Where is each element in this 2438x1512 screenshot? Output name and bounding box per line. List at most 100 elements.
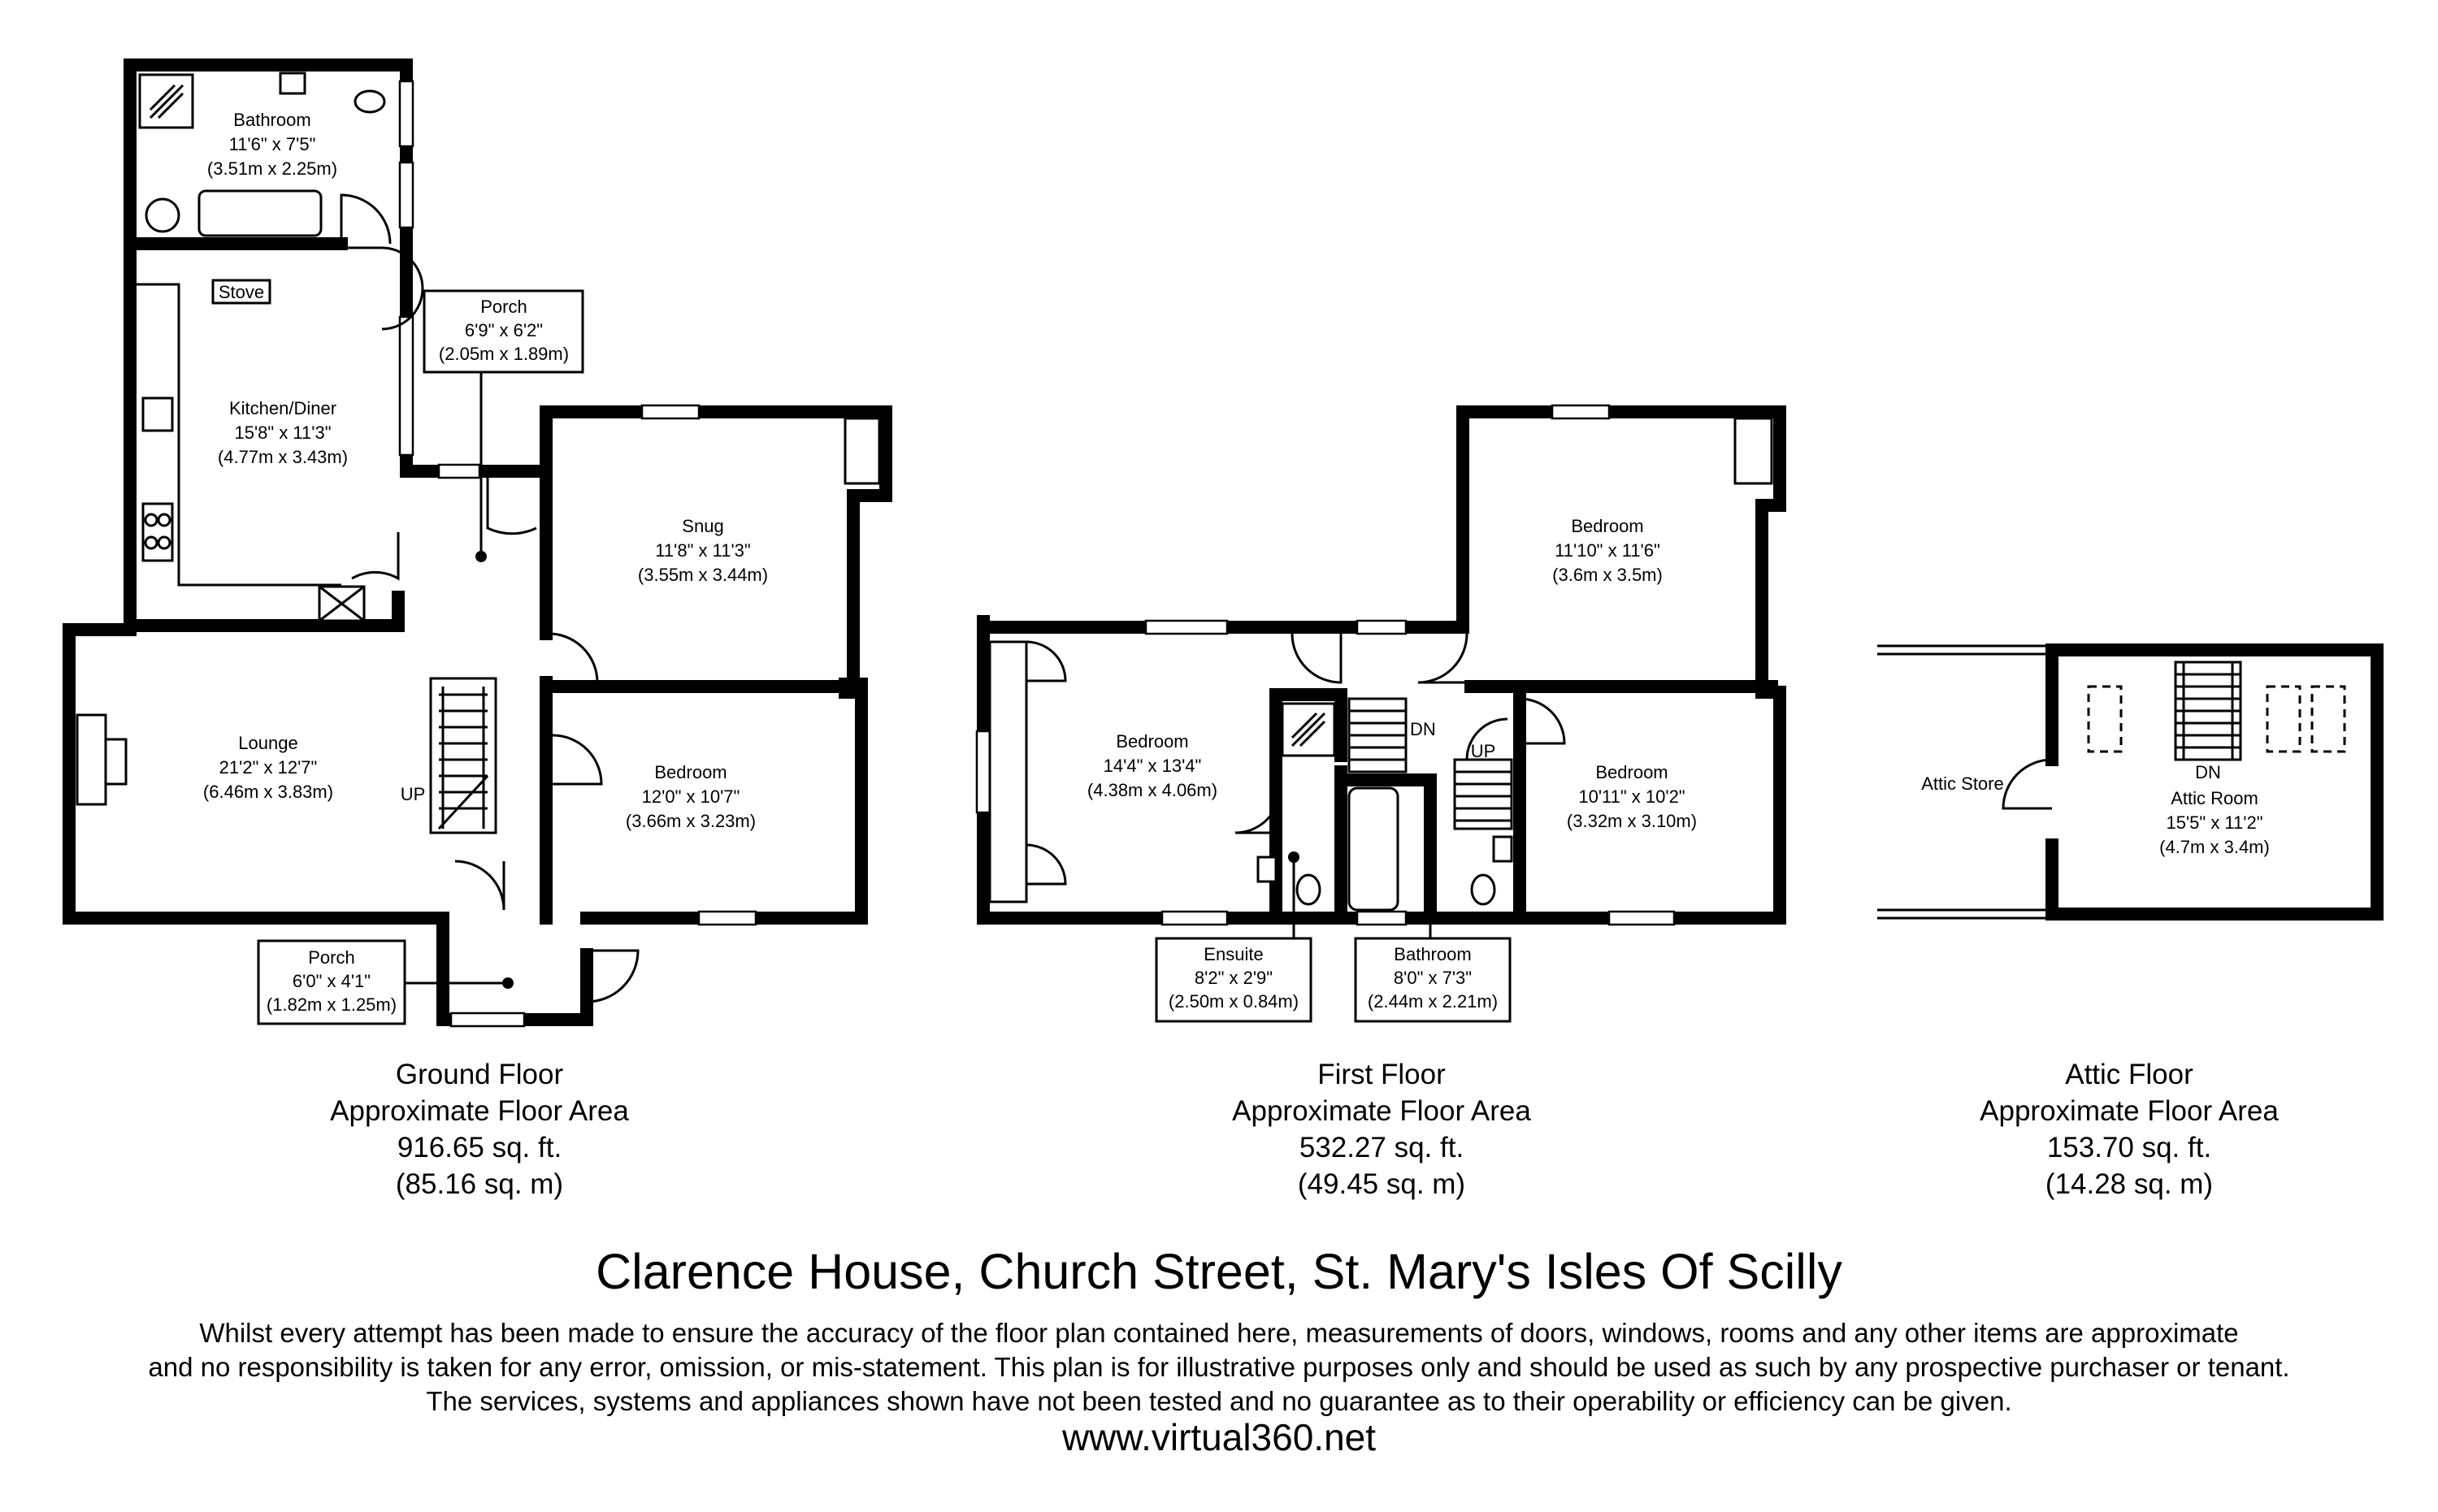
- bedroom-door-swing: [1026, 843, 1067, 886]
- kitchen-door-swing: [341, 246, 424, 331]
- skylight: [2266, 685, 2301, 753]
- svg-text:Ensuite: Ensuite: [1204, 944, 1263, 964]
- ground-outer-wall: [63, 58, 892, 1026]
- window: [398, 80, 414, 148]
- attic-floor-plan: DN Attic Store Attic Room 15'5" x 11'2" …: [1877, 643, 2384, 921]
- window: [437, 463, 481, 479]
- ground-floor-summary: Ground Floor Approximate Floor Area 916.…: [236, 1056, 723, 1202]
- room-label-bedroom-3: Bedroom 10'11" x 10'2" (3.32m x 3.10m): [1567, 762, 1697, 831]
- floor-area-sqft: 153.70 sq. ft.: [2046, 1132, 2212, 1163]
- window: [1356, 910, 1408, 926]
- dn-label: DN: [2195, 762, 2221, 782]
- stove-label: Stove: [219, 282, 264, 302]
- shower-spray: [1291, 712, 1326, 747]
- svg-text:Kitchen/Diner: Kitchen/Diner: [229, 398, 336, 418]
- floor-area-sqm: (85.16 sq. m): [395, 1168, 564, 1200]
- svg-text:Bathroom: Bathroom: [1394, 944, 1471, 964]
- svg-text:(3.6m x 3.5m): (3.6m x 3.5m): [1552, 565, 1663, 585]
- svg-text:(2.05m x 1.89m): (2.05m x 1.89m): [439, 344, 569, 364]
- hall-door-swing: [351, 532, 400, 581]
- floor-name: First Floor: [1317, 1059, 1446, 1090]
- window: [398, 161, 414, 229]
- landing-door-swing: [1291, 633, 1343, 684]
- skylight: [2087, 685, 2123, 753]
- bedroom-flue: [1733, 417, 1773, 485]
- svg-text:10'11" x 10'2": 10'11" x 10'2": [1578, 786, 1685, 807]
- svg-text:Bathroom: Bathroom: [233, 110, 310, 130]
- chimney-breast: [76, 713, 107, 806]
- svg-text:Attic Store: Attic Store: [1921, 773, 2003, 794]
- snug-door-swing: [545, 632, 599, 683]
- window: [697, 910, 757, 926]
- room-label-bathroom: Bathroom 8'0" x 7'3" (2.44m x 2.21m): [1354, 847, 1512, 1023]
- attic-floor-summary: Attic Floor Approximate Floor Area 153.7…: [1885, 1056, 2373, 1202]
- stair-treads: [1455, 770, 1512, 822]
- room-label-lounge: Lounge 21'2" x 12'7" (6.46m x 3.83m): [203, 733, 333, 802]
- bathroom-door-swing: [1465, 717, 1508, 761]
- svg-text:Bedroom: Bedroom: [1571, 516, 1643, 536]
- hob-ring: [157, 513, 171, 527]
- room-label-bedroom: Bedroom 12'0" x 10'7" (3.66m x 3.23m): [626, 762, 756, 831]
- svg-text:11'6" x 7'5": 11'6" x 7'5": [229, 134, 316, 154]
- window: [1607, 910, 1676, 926]
- staircase-up: [1453, 758, 1513, 830]
- first-floor-summary: First Floor Approximate Floor Area 532.2…: [1138, 1056, 1625, 1202]
- svg-text:(3.66m x 3.23m): (3.66m x 3.23m): [626, 811, 756, 831]
- room-label-porch-front: Porch 6'0" x 4'1" (1.82m x 1.25m): [257, 939, 514, 1025]
- window: [1551, 404, 1611, 420]
- svg-text:8'2" x 2'9": 8'2" x 2'9": [1195, 968, 1273, 988]
- skylight: [2310, 685, 2346, 753]
- stair-treads: [2176, 662, 2241, 760]
- toilet: [354, 89, 386, 114]
- shower-tray: [1281, 702, 1336, 757]
- chimney-breast: [988, 640, 1028, 903]
- floor-area-sqft: 916.65 sq. ft.: [397, 1132, 562, 1163]
- ground-floor-plan: Stove UP Bathroom 11'6" x 7'5" (3.51m x …: [63, 58, 892, 1028]
- toilet: [1295, 873, 1321, 906]
- up-label: UP: [401, 784, 426, 804]
- stove-box: [211, 279, 271, 305]
- fireplace: [104, 738, 128, 786]
- website-link[interactable]: www.virtual360.net: [1061, 1416, 1377, 1458]
- loft-hatch-cross: [319, 585, 365, 622]
- hob-ring: [144, 513, 158, 527]
- svg-text:Attic Room: Attic Room: [2171, 788, 2258, 808]
- bedroom-door-swing: [1026, 640, 1067, 682]
- svg-text:11'10" x 11'6": 11'10" x 11'6": [1555, 540, 1660, 561]
- svg-text:Porch: Porch: [480, 297, 527, 317]
- floor-area-sqm: (49.45 sq. m): [1297, 1168, 1466, 1200]
- svg-text:15'8" x 11'3": 15'8" x 11'3": [234, 422, 331, 443]
- svg-text:Snug: Snug: [682, 516, 723, 536]
- bedroom2-door-swing: [1417, 633, 1468, 684]
- floor-area-label: Approximate Floor Area: [330, 1095, 629, 1127]
- svg-text:(1.82m x 1.25m): (1.82m x 1.25m): [267, 994, 397, 1015]
- room-label-porch-rear: Porch 6'9" x 6'2" (2.05m x 1.89m): [423, 289, 584, 562]
- bedroom-door-swing: [552, 734, 603, 786]
- stair-treads: [437, 687, 489, 830]
- bath: [1347, 786, 1399, 912]
- room-label-ensuite: Ensuite 8'2" x 2'9" (2.50m x 0.84m): [1155, 851, 1312, 1023]
- room-label-attic-room: Attic Room 15'5" x 11'2" (4.7m x 3.4m): [2159, 788, 2270, 857]
- svg-text:(4.38m x 4.06m): (4.38m x 4.06m): [1087, 780, 1217, 800]
- attic-store-outline: [1877, 644, 2048, 920]
- window: [975, 730, 991, 814]
- window: [1160, 910, 1229, 926]
- basin: [1256, 856, 1278, 883]
- room-label-bedroom-1: Bedroom 14'4" x 13'4" (4.38m x 4.06m): [1087, 731, 1217, 800]
- stair-treads: [1349, 709, 1406, 761]
- bathroom-door-swing: [340, 193, 392, 245]
- svg-text:(4.7m x 3.4m): (4.7m x 3.4m): [2159, 837, 2270, 857]
- attic-outer-wall: [2045, 643, 2384, 921]
- floor-plan-drawing: Stove UP Bathroom 11'6" x 7'5" (3.51m x …: [63, 58, 2384, 1028]
- svg-text:(6.46m x 3.83m): (6.46m x 3.83m): [203, 782, 333, 802]
- room-label-attic-store: Attic Store: [1921, 773, 2003, 794]
- floor-name: Ground Floor: [395, 1059, 564, 1090]
- shower-spray: [149, 84, 184, 119]
- svg-text:6'0" x 4'1": 6'0" x 4'1": [293, 971, 371, 991]
- attic-door-swing: [2002, 758, 2053, 810]
- room-label-bathroom: Bathroom 11'6" x 7'5" (3.51m x 2.25m): [207, 110, 337, 179]
- disclaimer-line: Whilst every attempt has been made to en…: [199, 1318, 2239, 1348]
- snug-flue: [844, 417, 881, 485]
- disclaimer-line: and no responsibility is taken for any e…: [148, 1352, 2290, 1382]
- first-floor-plan: DN UP Bedroom 14'4" x 13'4" (4.38m x 4.0…: [975, 404, 1786, 1023]
